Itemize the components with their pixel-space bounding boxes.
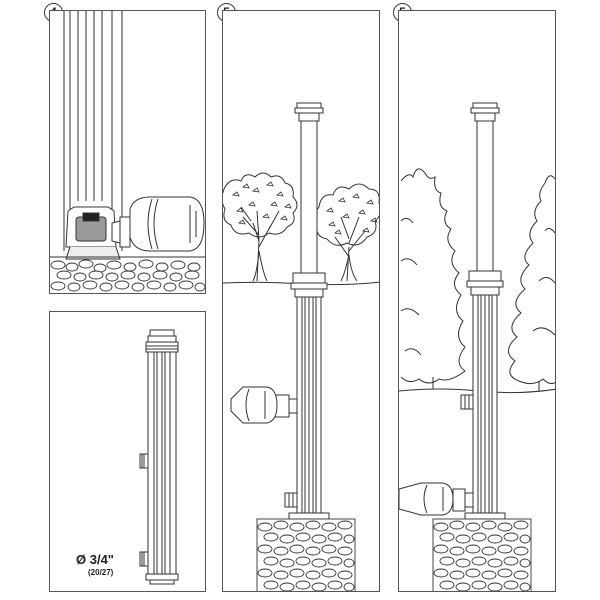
panel-step-4-detail xyxy=(49,10,206,294)
panel-pipe-dimensions: Ø 3/4" (20/27) xyxy=(49,311,206,592)
thread-size-label: (20/27) xyxy=(88,568,114,577)
panel-step-5-deciduous xyxy=(222,10,380,592)
panel-step-5-conifer xyxy=(398,10,556,592)
install-deciduous-illustration xyxy=(223,102,379,591)
inlet-diameter-label: Ø 3/4" xyxy=(76,552,114,567)
base-detail-illustration xyxy=(50,11,205,292)
pipe-illustration xyxy=(139,329,179,585)
install-conifer-illustration xyxy=(399,102,555,591)
